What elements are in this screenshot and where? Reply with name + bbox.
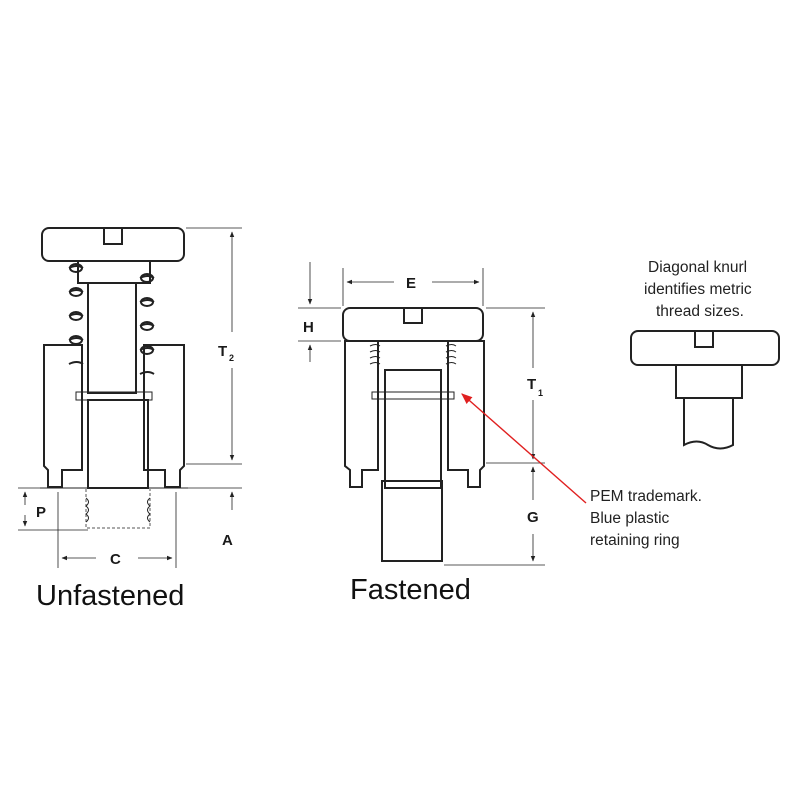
knurl-note-line-3: thread sizes. xyxy=(656,303,744,320)
dim-p-label: P xyxy=(36,504,46,521)
dim-g-label: G xyxy=(527,509,539,526)
pem-note-line-1: PEM trademark. xyxy=(590,488,702,505)
fastened-ferrule-left xyxy=(344,340,379,488)
unfastened-dimensions: T 2 A P C xyxy=(18,227,242,568)
dim-h-label: H xyxy=(303,319,314,336)
dim-t1-label: T xyxy=(527,376,536,393)
pem-note-line-3: retaining ring xyxy=(590,532,680,549)
pem-note-line-2: Blue plastic xyxy=(590,510,670,527)
pem-callout-arrow xyxy=(461,393,587,504)
detail-slot xyxy=(694,332,714,348)
fastened-slot xyxy=(403,309,423,324)
detail-shaft xyxy=(683,398,734,450)
unfastened-shaft xyxy=(87,282,137,394)
fastened-knurled-cap xyxy=(342,307,484,342)
knurl-note-line-1: Diagonal knurl xyxy=(648,259,747,276)
detail-neck xyxy=(675,364,743,399)
unfastened-ferrule-left xyxy=(43,344,83,488)
unfastened-thread-tail xyxy=(85,489,151,529)
dim-c-label: C xyxy=(110,551,121,568)
unfastened-ferrule-right xyxy=(143,344,185,488)
fastened-caption: Fastened xyxy=(350,574,471,606)
dim-e-label: E xyxy=(406,275,416,292)
fastened-fastener xyxy=(342,307,485,562)
fastened-dimensions: E H T 1 G xyxy=(298,262,545,566)
unfastened-spring xyxy=(68,263,155,375)
unfastened-neck xyxy=(77,260,151,284)
unfastened-slot xyxy=(103,229,123,245)
unfastened-fastener xyxy=(40,227,188,529)
dim-a-label: A xyxy=(222,532,233,549)
dim-t2-label: T xyxy=(218,343,227,360)
fastened-shaft xyxy=(384,369,442,489)
fastened-retaining-ring xyxy=(371,391,455,400)
dim-t1-subscript: 1 xyxy=(538,388,543,398)
fastened-thread xyxy=(381,480,443,562)
fastened-ferrule-right xyxy=(447,340,485,488)
unfastened-caption: Unfastened xyxy=(36,580,184,612)
diagonal-knurl-detail xyxy=(630,330,780,450)
unfastened-thread xyxy=(87,399,149,489)
dim-t2-subscript: 2 xyxy=(229,353,234,363)
knurl-note-line-2: identifies metric xyxy=(644,281,752,298)
fastened-spring xyxy=(369,344,457,365)
